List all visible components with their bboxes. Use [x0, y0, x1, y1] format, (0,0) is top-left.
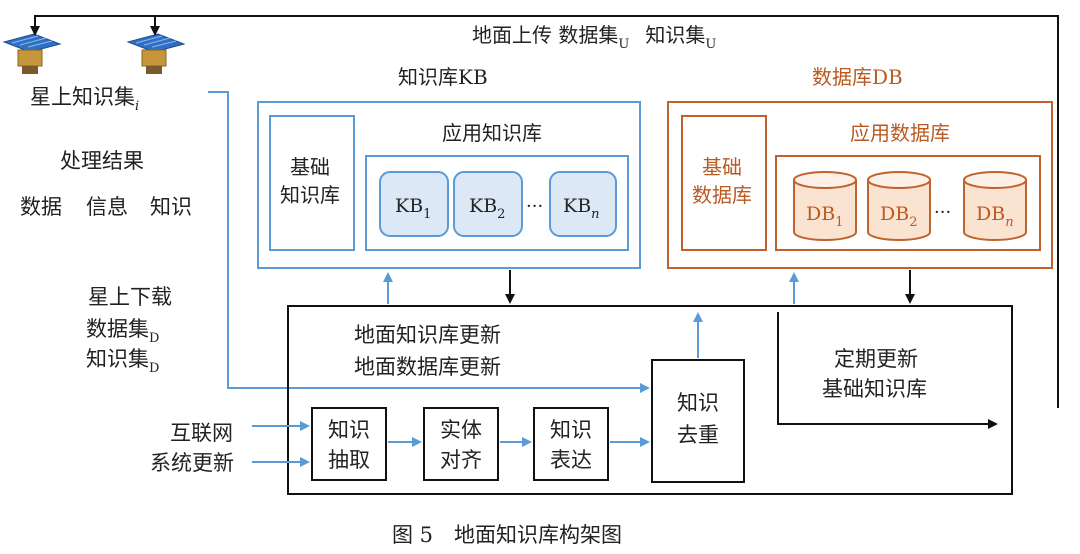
dedup-box: [651, 359, 745, 483]
db-base-box: [681, 115, 767, 251]
db-update-label: 地面数据库更新: [354, 355, 501, 379]
svg-text:KBn: KBn: [563, 195, 600, 222]
satellite-knowledge-label: 星上知识集i: [30, 85, 139, 114]
svg-text:实体: 实体: [440, 418, 482, 442]
svg-text:表达: 表达: [550, 448, 592, 472]
svg-text:DB1: DB1: [806, 203, 843, 230]
svg-text:去重: 去重: [677, 423, 719, 447]
db-title: 数据库DB: [812, 65, 903, 89]
db-cylinder: DBn: [963, 171, 1027, 241]
db-items: DB1 DB2 ··· DBn: [793, 171, 1027, 241]
results-item: 信息: [86, 195, 128, 219]
express-box: [533, 407, 609, 481]
upload-loop-line: [30, 15, 1059, 408]
kb-base-label: 知识库: [280, 183, 340, 207]
internet-label: 互联网: [170, 421, 233, 445]
kb-item: [453, 171, 523, 237]
align-box: [423, 407, 499, 481]
db-cylinder: DB2: [867, 171, 931, 241]
download-dataset: 数据集D: [86, 317, 159, 346]
kb-app-title: 应用知识库: [442, 121, 542, 145]
download-label: 星上下载: [88, 285, 172, 309]
system-update-label: 系统更新: [150, 451, 234, 475]
svg-text:知识: 知识: [328, 418, 370, 442]
kb-app-box: [365, 155, 629, 251]
svg-text:对齐: 对齐: [440, 448, 482, 472]
kb-item: [549, 171, 617, 237]
figure-caption: 图 5 地面知识库构架图: [392, 523, 622, 547]
kb-base-box: [269, 115, 355, 251]
results-item: 知识: [150, 195, 192, 219]
kb-items: KB1 KB2 ··· KBn: [379, 171, 617, 237]
svg-text:KB1: KB1: [395, 195, 431, 222]
db-base-label: 数据库: [692, 183, 752, 207]
results-title: 处理结果: [60, 149, 144, 173]
svg-text:···: ···: [526, 196, 543, 217]
satellite-to-dedup-arrow: [208, 91, 650, 393]
db-base-label: 基础: [702, 155, 742, 179]
periodic-update-label: 基础知识库: [822, 377, 927, 401]
svg-text:DB2: DB2: [880, 203, 917, 230]
kb-box: [257, 101, 641, 269]
processing-box: [287, 305, 1013, 495]
kb-item: [379, 171, 449, 237]
download-knowledge: 知识集D: [86, 347, 159, 376]
satellite-icon: [2, 33, 62, 74]
results-item: 数据: [20, 195, 62, 219]
extract-box: [311, 407, 387, 481]
svg-text:KB2: KB2: [469, 195, 505, 222]
kb-update-label: 地面知识库更新: [354, 323, 501, 347]
svg-text:抽取: 抽取: [328, 448, 370, 472]
periodic-update-arrow: [777, 312, 998, 429]
svg-text:知识: 知识: [550, 418, 592, 442]
svg-text:DBn: DBn: [976, 203, 1014, 230]
db-cylinder: DB1: [793, 171, 857, 241]
periodic-update-label: 定期更新: [834, 347, 918, 371]
kb-title: 知识库KB: [398, 65, 488, 89]
db-app-title: 应用数据库: [850, 121, 950, 145]
svg-text:知识: 知识: [677, 391, 719, 415]
db-app-box: [775, 155, 1041, 251]
db-box: [667, 101, 1053, 269]
kb-base-label: 基础: [290, 155, 330, 179]
satellite-icon: [126, 33, 186, 74]
svg-text:···: ···: [934, 202, 951, 223]
